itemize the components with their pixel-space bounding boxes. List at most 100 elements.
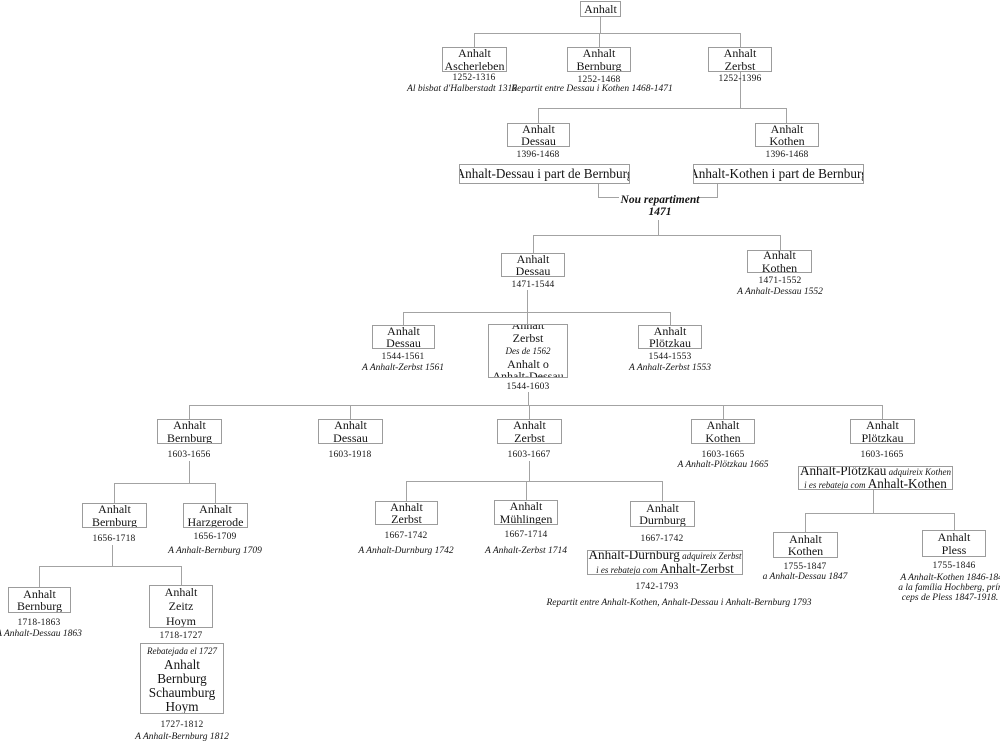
anhalt-zerbst-1544-label-line: Zerbst: [513, 332, 544, 345]
anhalt-bernburg-1656-label-text: Anhalt: [98, 503, 131, 516]
anhalt-zeitz-hoym-label-line: Hoym: [166, 614, 196, 627]
anhalt-plotzkau-1544-date: 1544-1553: [648, 352, 692, 362]
anhalt-zerbst-1544-date: 1544-1603: [506, 382, 550, 392]
anhalt-durnburg-label-line: Durnburg: [639, 513, 686, 527]
anhalt-harzgerode-label-line: Harzgerode: [188, 516, 244, 528]
anhalt-dessau-1396-date: 1396-1468: [516, 150, 560, 160]
anhalt-dessau-1544-note: A Anhalt-Zerbst 1561: [362, 363, 444, 373]
anhalt-zerbst-1667-label-text: Anhalt: [390, 501, 423, 514]
anhalt-muhlingen-note: A Anhalt-Zerbst 1714: [485, 546, 567, 556]
anhalt-kothen-1755-label-line: Anhalt: [789, 533, 822, 545]
anhalt-durnburg-rename-zerbst-note: Repartit entre Anhalt-Kothen, Anhalt-Des…: [546, 598, 812, 608]
anhalt-plotzkau-1603-date: 1603-1665: [860, 450, 904, 460]
anhalt-zerbst-1667-label-text: Zerbst: [391, 512, 422, 525]
anhalt-bernburg-1603-label-line: Bernburg: [166, 430, 213, 444]
connector-line: [527, 290, 528, 312]
anhalt-zerbst-1603-date: 1603-1667: [507, 450, 551, 460]
anhalt-muhlingen-label-line: Anhalt: [509, 500, 543, 513]
anhalt-kothen-1471-label-text: Kothen: [761, 260, 798, 273]
anhalt-durnburg-label-text: Durnburg: [639, 513, 686, 527]
anhalt-zerbst-1252-label-line: Zerbst: [724, 58, 756, 72]
anhalt-zeitz-hoym-label-text: Anhalt: [164, 585, 198, 599]
anhalt-kothen-1755-label-text: Kothen: [787, 544, 824, 558]
anhalt-bernburg-1718-date: 1718-1863: [17, 618, 61, 628]
anhalt-muhlingen-label-text: Anhalt: [509, 500, 543, 513]
anhalt-zerbst-1544-label-line: Anhalt: [511, 324, 545, 333]
connector-line: [528, 392, 529, 405]
anhalt-pless-note: a la família Hochberg, prín-: [898, 583, 1000, 593]
anhalt-bernburg-schaumburg-hoym-note: A Anhalt-Bernburg 1812: [135, 732, 229, 742]
connector-line: [114, 483, 115, 503]
anhalt-dessau-part-bernburg-label-text: Anhalt-Dessau i part de Bernburg: [459, 166, 630, 182]
anhalt-dessau-1396-label-text: Anhalt: [522, 123, 555, 136]
anhalt-bernburg-1603-label-text: Anhalt: [173, 419, 206, 432]
anhalt-kothen-1396-label-line: Kothen: [769, 135, 804, 146]
anhalt-bernburg-1252-date: 1252-1468: [577, 75, 621, 85]
anhalt-ascherleben-note: Al bisbat d'Halberstadt 1316: [407, 84, 517, 94]
anhalt-zeitz-hoym-label-line: Zeitz: [169, 599, 194, 614]
connector-line: [406, 481, 407, 501]
connector-line: [39, 566, 40, 587]
connector-line: [526, 481, 527, 500]
anhalt-harzgerode-date: 1656-1709: [193, 532, 237, 542]
anhalt-dessau-1471-label-text: Anhalt: [516, 253, 550, 266]
connector-line: [723, 405, 724, 419]
anhalt-bernburg-1718-note: A Anhalt-Dessau 1863: [0, 629, 82, 639]
anhalt-kothen-part-bernburg-label-line: Anhalt-Kothen i part de Bernburg: [694, 167, 863, 180]
anhalt-plotzkau-1544-label-text: Plötzkau: [649, 336, 691, 349]
connector-line: [740, 33, 741, 47]
anhalt-durnburg-rename-zerbst-label-line: i es rebateja com Anhalt-Zerbst: [596, 561, 734, 575]
anhalt-pless-label-line: Pless: [942, 544, 967, 557]
connector-line: [598, 184, 599, 198]
anhalt-bernburg-schaumburg-hoym-label-line: Hoym: [166, 700, 199, 714]
anhalt-dessau-1603-date: 1603-1918: [328, 450, 372, 460]
anhalt-zerbst-1544-label-text: Anhalt: [511, 324, 545, 333]
anhalt-zerbst-1252-label-text: Anhalt: [723, 47, 757, 60]
anhalt-kothen-1396-label-text: Anhalt: [770, 123, 804, 136]
anhalt-dessau-1544-date: 1544-1561: [381, 352, 425, 362]
repartiment-label: 1471: [648, 206, 672, 218]
anhalt-zerbst-1252-label-text: Zerbst: [724, 58, 756, 72]
anhalt-kothen-1396-date: 1396-1468: [765, 150, 809, 160]
anhalt-pless-label-line: Anhalt: [938, 531, 971, 544]
anhalt-bernburg-1252-label-line: Anhalt: [583, 48, 616, 60]
anhalt-zerbst-1544-label-text: Zerbst: [512, 330, 544, 345]
anhalt-plotzkau-rename-kothen-label-line: Anhalt-Plötzkau adquireix Kothen: [800, 467, 951, 478]
connector-line: [697, 197, 718, 198]
anhalt-durnburg-rename-zerbst-label-text: i es rebateja com: [596, 564, 660, 575]
connector-line: [529, 405, 530, 419]
anhalt-durnburg-label-text: Anhalt: [646, 501, 679, 515]
connector-line: [474, 33, 475, 47]
anhalt-pless-note: ceps de Pless 1847-1918.: [901, 593, 999, 603]
anhalt-root-box: Anhalt: [580, 1, 621, 17]
anhalt-kothen-1755-label-line: Kothen: [787, 544, 824, 558]
anhalt-durnburg-date: 1667-1742: [640, 534, 684, 544]
connector-line: [538, 108, 539, 123]
anhalt-plotzkau-1603-label-text: Anhalt: [866, 419, 899, 432]
anhalt-plotzkau-1544-label-line: Plötzkau: [649, 336, 691, 349]
anhalt-harzgerode-note: A Anhalt-Bernburg 1709: [168, 546, 262, 556]
connector-line: [527, 312, 528, 324]
anhalt-bernburg-1718-label-line: Bernburg: [17, 600, 62, 612]
anhalt-bernburg-1603-label-text: Bernburg: [166, 430, 213, 444]
connector-line: [529, 461, 530, 481]
anhalt-zerbst-1252-label-line: Anhalt: [723, 47, 757, 60]
anhalt-kothen-1396-label-line: Anhalt: [770, 123, 804, 136]
anhalt-kothen-1603-label-text: Kothen: [705, 430, 741, 444]
anhalt-zerbst-1667-label-line: Anhalt: [390, 501, 423, 514]
anhalt-zerbst-1544-label-line: Anhalt-Dessau: [492, 370, 563, 377]
anhalt-plotzkau-rename-kothen-label-text: Anhalt-Kothen: [867, 476, 947, 490]
anhalt-zerbst-1667-label-line: Zerbst: [391, 512, 422, 525]
connector-line: [740, 72, 741, 108]
